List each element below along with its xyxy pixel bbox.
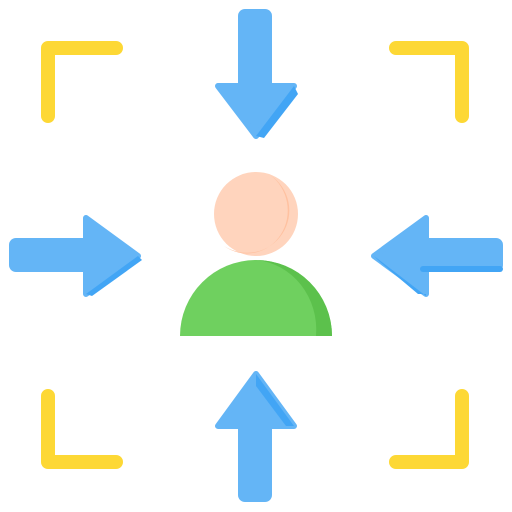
arrow-right-icon	[9, 215, 142, 297]
frame-corner-top-right	[389, 41, 469, 123]
user-body-shade	[256, 260, 332, 336]
arrow-up-icon	[215, 371, 297, 502]
frame-corner-bottom-right	[389, 389, 469, 469]
user-icon	[180, 172, 332, 336]
arrow-left-icon	[371, 215, 503, 297]
arrow-down-icon	[215, 9, 298, 139]
frame-corner-top-left	[41, 41, 123, 123]
user-head	[214, 172, 298, 256]
frame-corner-bottom-left	[41, 389, 123, 469]
user-body	[180, 260, 332, 336]
frame-corners	[41, 41, 469, 469]
